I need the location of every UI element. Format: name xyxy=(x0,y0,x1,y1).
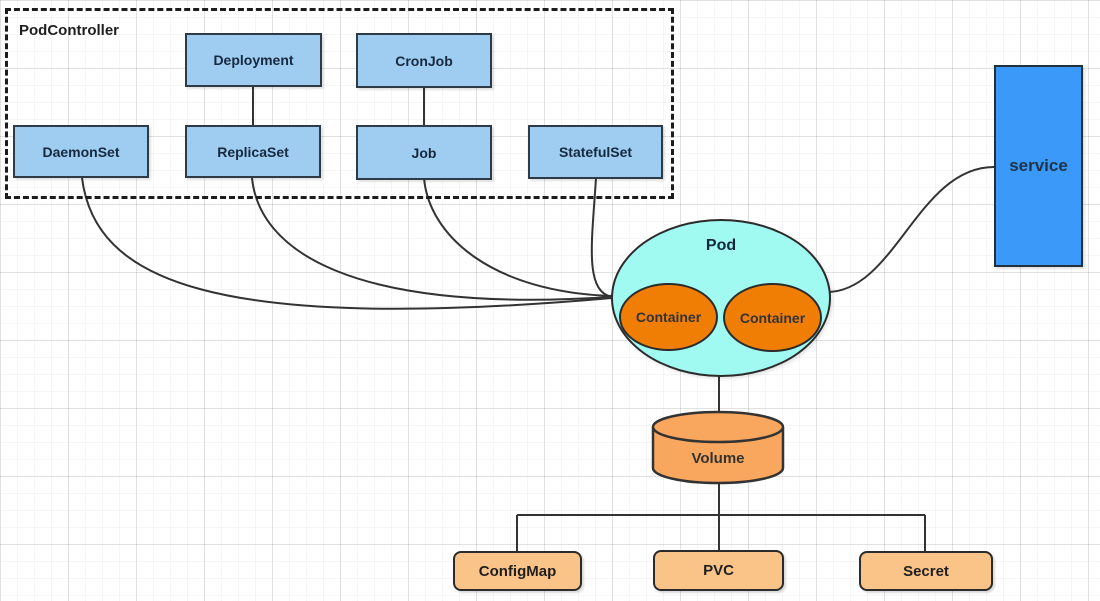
node-secret: Secret xyxy=(859,551,993,591)
node-daemonset-label: DaemonSet xyxy=(42,143,120,160)
node-statefulset: StatefulSet xyxy=(528,125,663,179)
edge-pod-service xyxy=(826,166,995,293)
node-container-1-label: Container xyxy=(635,309,702,325)
node-replicaset-label: ReplicaSet xyxy=(217,143,289,160)
node-container-2: Container xyxy=(723,283,822,352)
node-configmap-label: ConfigMap xyxy=(478,562,557,580)
node-daemonset: DaemonSet xyxy=(13,125,149,178)
node-deployment-label: Deployment xyxy=(213,52,294,68)
edge-job-pod xyxy=(423,177,613,297)
node-pod-label: Pod xyxy=(705,237,737,254)
node-cronjob-label: CronJob xyxy=(395,52,453,69)
edge-daemonset-pod xyxy=(81,177,613,310)
node-container-1: Container xyxy=(619,283,718,351)
node-pvc: PVC xyxy=(653,550,784,591)
node-pod: Pod Container Container xyxy=(611,219,831,377)
node-service: service xyxy=(994,65,1083,267)
node-job: Job xyxy=(356,125,492,180)
edge-replicaset-pod xyxy=(251,177,613,301)
node-job-label: Job xyxy=(411,144,437,161)
volume-cylinder xyxy=(651,410,785,485)
node-secret-label: Secret xyxy=(903,562,949,580)
node-statefulset-label: StatefulSet xyxy=(558,144,633,160)
podcontroller-group: PodController xyxy=(5,8,674,199)
node-replicaset: ReplicaSet xyxy=(185,125,321,178)
node-deployment: Deployment xyxy=(185,33,322,87)
node-cronjob: CronJob xyxy=(356,33,492,88)
node-volume-label: Volume xyxy=(691,450,745,467)
node-service-label: service xyxy=(1009,156,1068,175)
node-pvc-label: PVC xyxy=(703,562,734,579)
node-container-2-label: Container xyxy=(739,309,806,326)
node-configmap: ConfigMap xyxy=(453,551,582,591)
podcontroller-label: PodController xyxy=(19,22,119,39)
